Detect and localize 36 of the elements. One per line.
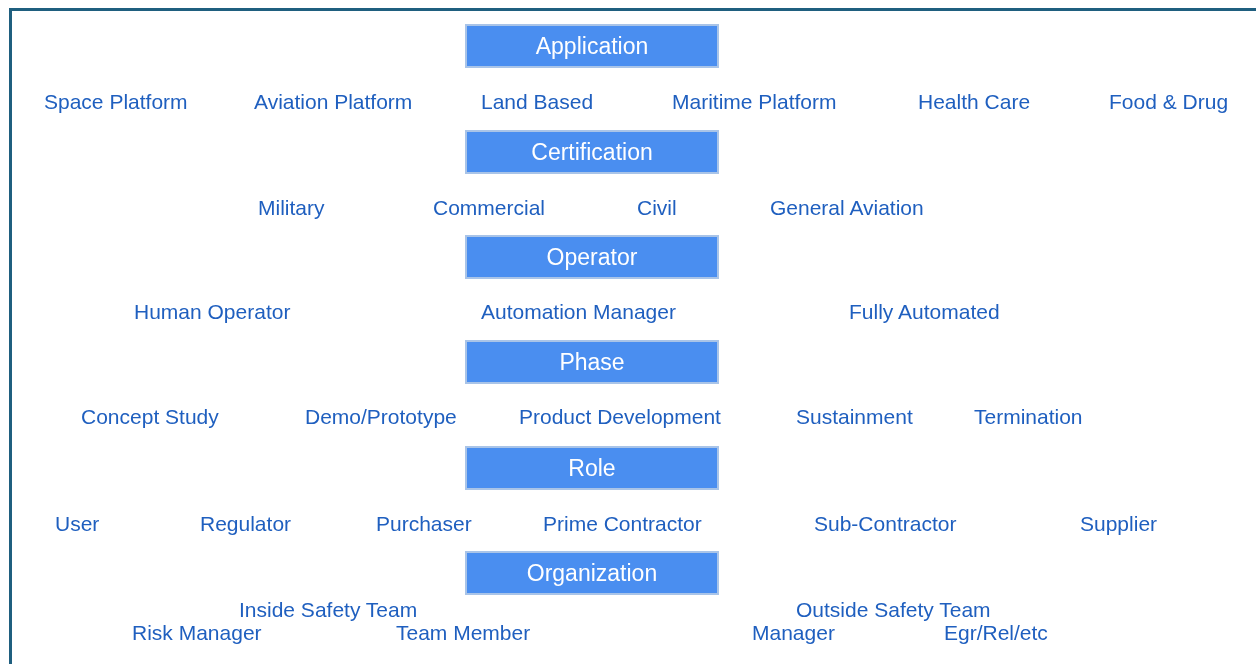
category-label: Health Care: [918, 90, 1031, 114]
category-label: Aviation Platform: [254, 90, 413, 114]
category-label: General Aviation: [770, 196, 924, 220]
category-label: Sub-Contractor: [814, 512, 957, 536]
category-label: User: [55, 512, 100, 536]
category-label: Automation Manager: [481, 300, 676, 324]
category-label: Prime Contractor: [543, 512, 702, 536]
category-label: Military: [258, 196, 325, 220]
category-label: Maritime Platform: [672, 90, 837, 114]
category-label: Human Operator: [134, 300, 291, 324]
category-label: Fully Automated: [849, 300, 1000, 324]
category-label: Commercial: [433, 196, 545, 220]
section-header-box: Role: [465, 446, 719, 490]
category-label: Product Development: [519, 405, 721, 429]
category-label: Purchaser: [376, 512, 472, 536]
category-label: Sustainment: [796, 405, 913, 429]
section-header-box: Operator: [465, 235, 719, 279]
section-header-box: Certification: [465, 130, 719, 174]
category-label: Risk Manager: [132, 621, 262, 645]
category-label: Manager: [752, 621, 835, 645]
category-label: Termination: [974, 405, 1083, 429]
section-header-box: Organization: [465, 551, 719, 595]
category-label: Regulator: [200, 512, 292, 536]
category-label: Team Member: [396, 621, 531, 645]
category-label: Concept Study: [81, 405, 219, 429]
category-label: Egr/Rel/etc: [944, 621, 1048, 645]
category-label: Land Based: [481, 90, 594, 114]
category-label: Food & Drug: [1109, 90, 1229, 114]
category-label: Space Platform: [44, 90, 188, 114]
category-label: Inside Safety Team: [239, 598, 418, 622]
section-header-box: Phase: [465, 340, 719, 384]
section-header-box: Application: [465, 24, 719, 68]
category-label: Demo/Prototype: [305, 405, 457, 429]
category-label: Civil: [637, 196, 677, 220]
category-label: Supplier: [1080, 512, 1158, 536]
category-label: Outside Safety Team: [796, 598, 991, 622]
